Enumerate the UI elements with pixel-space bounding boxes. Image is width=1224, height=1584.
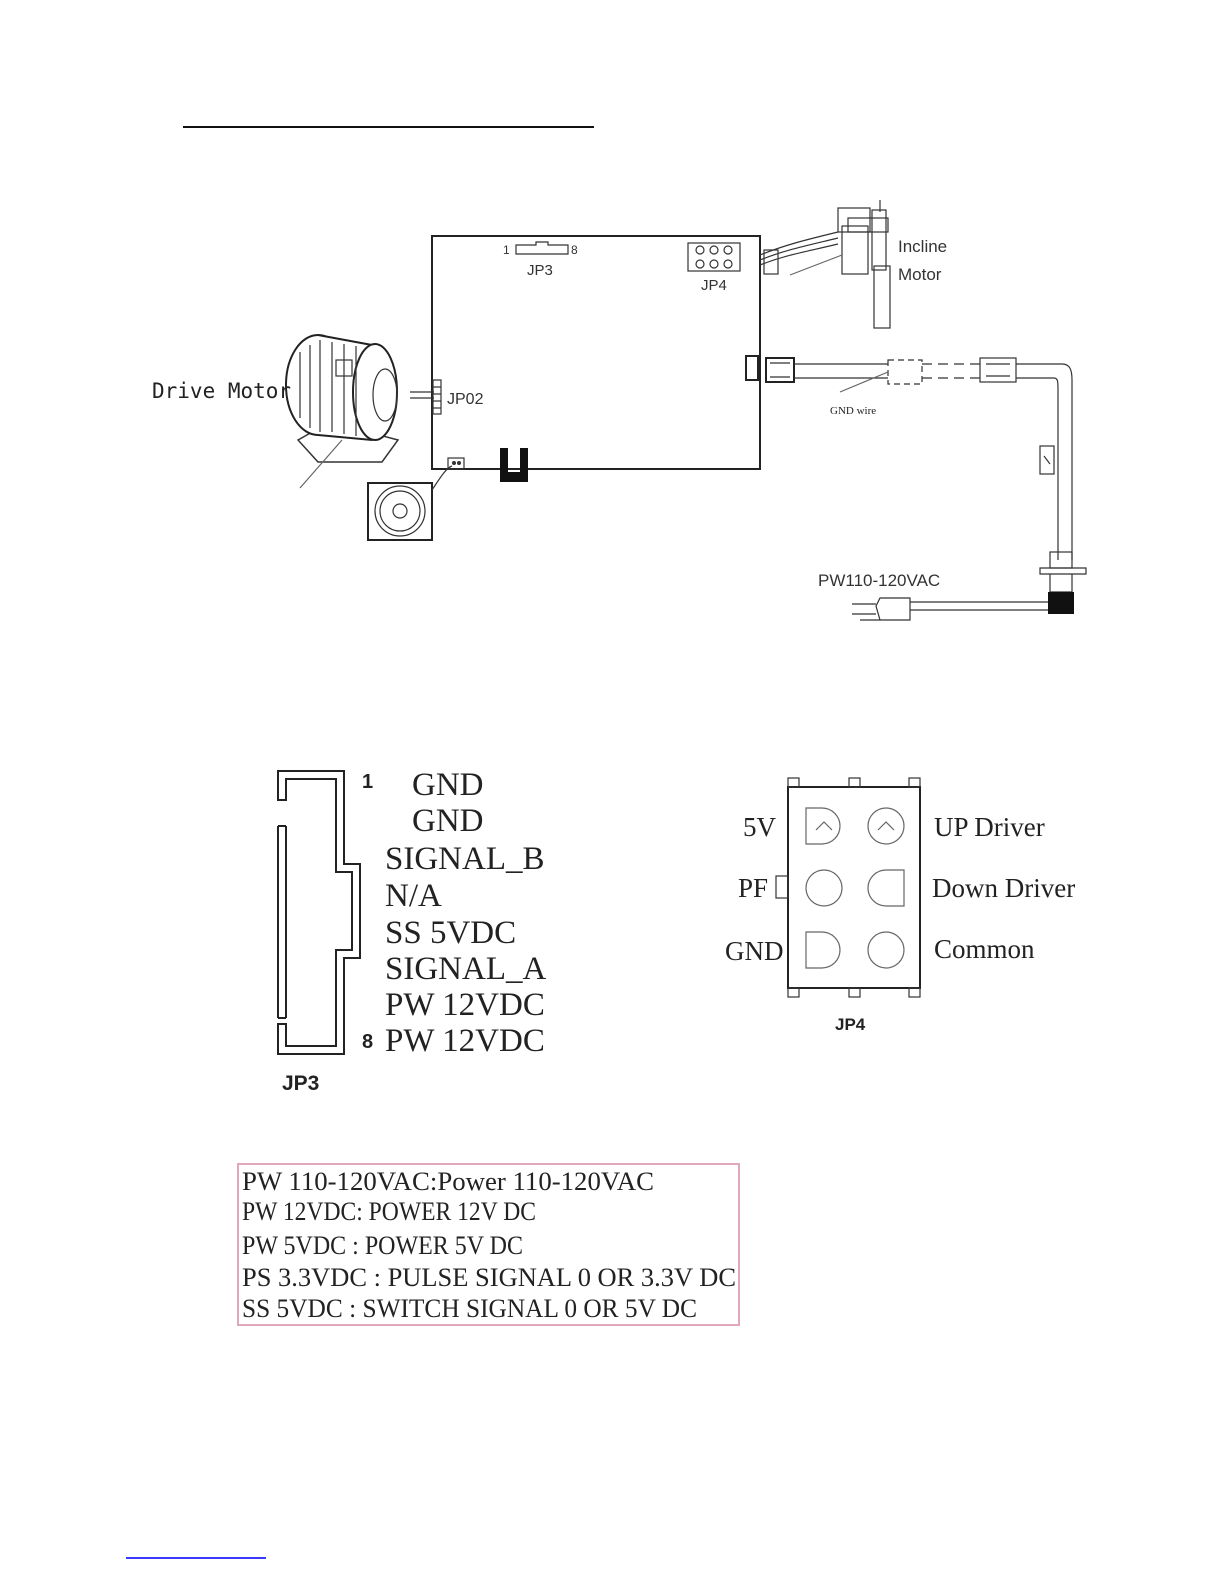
jp4-pin-gnd bbox=[805, 931, 841, 969]
incline-motor-label-line1: Incline bbox=[898, 237, 947, 256]
jp3-housing bbox=[277, 770, 361, 1055]
incline-motor: Incline Motor bbox=[759, 200, 947, 329]
legend-border bbox=[237, 1163, 740, 1326]
legend-line-3: PW 5VDC : POWER 5V DC bbox=[242, 1231, 523, 1260]
jp3-pin-1-label: GND bbox=[412, 767, 484, 803]
drive-motor: Drive Motor bbox=[152, 334, 434, 489]
legend-box: PW 110-120VAC:Power 110-120VAC PW 12VDC:… bbox=[237, 1163, 740, 1326]
board-jp02-label: JP02 bbox=[447, 391, 484, 408]
legend-line-4: PS 3.3VDC : PULSE SIGNAL 0 OR 3.3V DC bbox=[242, 1263, 736, 1292]
jp3-pin-6-label: SIGNAL_A bbox=[385, 951, 546, 987]
jp3-pin-8-label: PW 12VDC bbox=[385, 1023, 545, 1059]
jp3-last-pin-number: 8 bbox=[362, 1031, 373, 1053]
gnd-wire-label: GND wire bbox=[830, 405, 876, 417]
board-jp4-connector: JP4 bbox=[687, 242, 741, 294]
jp4-pin-5v bbox=[805, 807, 841, 845]
board-jp3-pin-start: 1 bbox=[503, 243, 510, 257]
legend-line-2: PW 12VDC: POWER 12V DC bbox=[242, 1197, 536, 1226]
jp4-pin-down-driver bbox=[867, 869, 905, 907]
power-input-label: PW110-120VAC bbox=[818, 571, 940, 590]
board-jp3-pin-end: 8 bbox=[571, 243, 578, 257]
board-jp02-connector: JP02 bbox=[432, 379, 484, 415]
board-jp4-label: JP4 bbox=[701, 277, 727, 294]
board-jp3-label: JP3 bbox=[527, 262, 553, 279]
jp4-pinout-title: JP4 bbox=[835, 1015, 866, 1034]
legend-line-1: PW 110-120VAC:Power 110-120VAC bbox=[242, 1167, 654, 1196]
jp4-right-label-1: UP Driver bbox=[934, 812, 1045, 842]
jp3-pinout: 1 8 GND GND SIGNAL_B N/A SS 5VDC SIGNAL_… bbox=[277, 767, 546, 1095]
cooling-fan bbox=[367, 457, 465, 541]
jp4-left-label-2: PF bbox=[738, 873, 768, 903]
jp4-left-label-1: 5V bbox=[743, 812, 777, 842]
wiring-diagram: 1 8 JP3 JP4 Inclin bbox=[152, 200, 1087, 621]
incline-motor-label-line2: Motor bbox=[898, 265, 942, 284]
drive-motor-label: Drive Motor bbox=[152, 379, 291, 403]
jp3-pin-4-label: N/A bbox=[385, 878, 442, 914]
jp4-pinout: 5V PF GND UP Driver Down Driver Common J… bbox=[725, 777, 1075, 1034]
jp4-pin-pf bbox=[805, 869, 843, 907]
jp4-housing bbox=[787, 786, 921, 989]
jp3-pinout-title: JP3 bbox=[282, 1072, 319, 1095]
jp3-pin-5-label: SS 5VDC bbox=[385, 915, 516, 951]
jp3-pin-3-label: SIGNAL_B bbox=[385, 841, 545, 877]
jp4-pin-common bbox=[867, 931, 905, 969]
jp4-right-label-2: Down Driver bbox=[932, 873, 1075, 903]
jp3-first-pin-number: 1 bbox=[362, 771, 373, 793]
board-jp3-connector: 1 8 JP3 bbox=[503, 241, 578, 279]
sensor-bracket bbox=[500, 448, 528, 482]
jp3-pin-2-label: GND bbox=[412, 803, 484, 839]
legend-line-5: SS 5VDC : SWITCH SIGNAL 0 OR 5V DC bbox=[242, 1294, 697, 1323]
jp4-pin-up-driver bbox=[867, 807, 905, 845]
jp4-left-label-3: GND bbox=[725, 936, 784, 966]
power-cable: GND wire PW110-120VAC bbox=[745, 355, 1087, 621]
jp4-right-label-3: Common bbox=[934, 934, 1035, 964]
jp3-pin-7-label: PW 12VDC bbox=[385, 987, 545, 1023]
control-board bbox=[431, 235, 761, 470]
